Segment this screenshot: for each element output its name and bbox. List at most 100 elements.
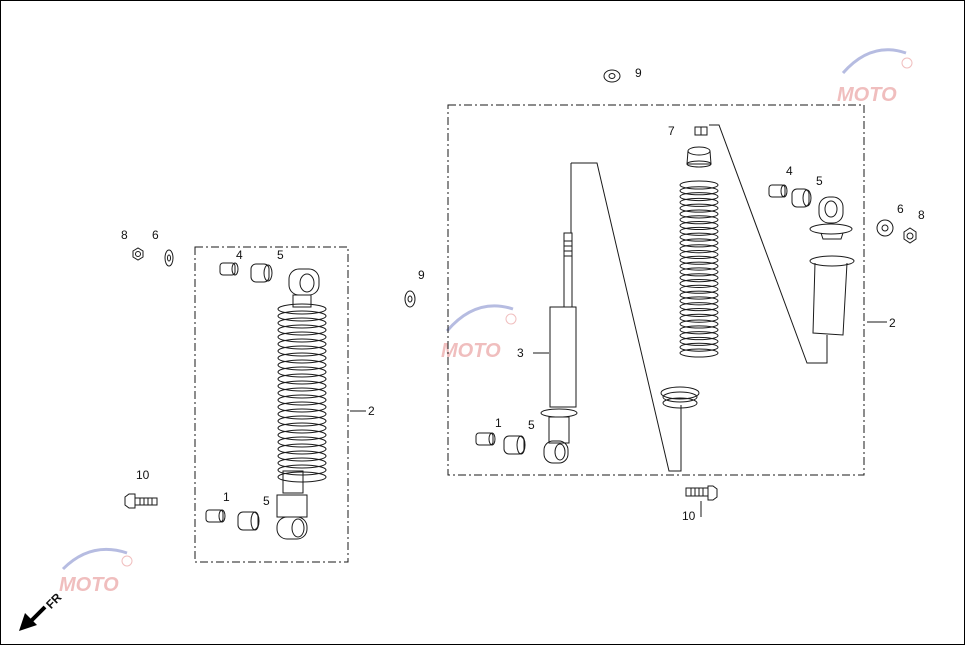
spring-coil [679,221,719,231]
spring-coil [277,436,327,448]
callout-right-10: 10 [682,509,696,523]
callout-left-10: 10 [136,468,150,482]
spring-coil [679,232,719,242]
spring-coil [679,348,719,358]
spring-coil [277,310,327,322]
left-lower-bushing-part-1 [205,509,226,523]
callout-right-5-upper: 5 [816,174,823,188]
arrow-down-left-icon [19,613,37,631]
spring-coil [277,401,327,413]
callout-left-6: 6 [152,228,159,242]
callout-right-8: 8 [918,208,925,222]
spring-coil [277,415,327,427]
spring-coil [679,186,719,196]
callout-left-2: 2 [368,404,375,418]
spring-coil [277,394,327,406]
spring-coil [277,429,327,441]
callout-right-3: 3 [517,346,524,360]
watermark-top-right: MOTO [837,48,913,106]
spring-coil [277,387,327,399]
spring-coil [679,250,719,260]
callout-right-2: 2 [889,316,896,330]
right-spring-seat-bottom [660,386,700,409]
right-lower-bushing-part-5 [503,435,526,455]
spring-coil [277,303,327,315]
left-upper-bushing-part-5 [250,263,273,283]
gear-icon [901,57,913,69]
svg-text:MOTO: MOTO [837,84,897,106]
right-washer-part-6 [876,219,894,237]
callout-left-1: 1 [223,490,230,504]
right-dust-cover [809,255,855,336]
right-damper-part-3 [540,232,578,464]
direction-indicator: FR [19,590,65,631]
callout-right-9-left: 9 [418,268,425,282]
spring-coil [679,180,719,190]
spring-coil [679,278,719,288]
spring-coil [277,471,327,483]
spring-coil [679,255,719,265]
left-spring-coils [277,303,327,483]
spring-coil [277,450,327,462]
left-nut-part-8 [132,247,144,261]
spring-coil [679,203,719,213]
spring-coil [277,443,327,455]
callout-left-4: 4 [236,248,243,262]
right-washer-part-9-left [404,290,416,308]
callout-right-1: 1 [495,416,502,430]
spring-coil [277,464,327,476]
spring-coil [679,209,719,219]
left-shock-absorber [276,268,327,540]
callout-left-8: 8 [121,228,128,242]
spring-coil [679,238,719,248]
right-upper-bushing-part-4 [768,184,788,198]
spring-coil [277,380,327,392]
svg-text:MOTO: MOTO [441,340,501,362]
callout-right-7: 7 [668,124,675,138]
spring-coil [277,317,327,329]
spring-coil [277,324,327,336]
callout-right-4: 4 [786,164,793,178]
spring-coil [277,345,327,357]
spring-coil [679,307,719,317]
callout-right-6: 6 [897,202,904,216]
right-nut-part-8 [903,227,917,244]
spring-coil [679,284,719,294]
spring-coil [277,338,327,350]
right-spring [679,180,719,358]
spring-coil [679,197,719,207]
spring-coil [679,325,719,335]
left-bolt-part-10 [124,493,158,509]
spring-coil [679,215,719,225]
callout-right-9-top: 9 [635,66,642,80]
spring-coil [679,296,719,306]
spring-coil [679,244,719,254]
spring-coil [277,457,327,469]
spring-coil [277,359,327,371]
spring-coil [679,267,719,277]
spring-coil [679,302,719,312]
spring-coil [679,226,719,236]
svg-text:MOTO: MOTO [59,574,119,596]
right-lower-bushing-part-1 [475,432,496,446]
left-assembly: 8 6 4 5 2 10 1 5 [121,228,375,563]
left-lower-bushing-part-5 [237,511,260,531]
spring-coil [277,331,327,343]
spring-coil [277,366,327,378]
right-upper-bushing-part-5 [791,188,812,208]
gear-icon [505,313,517,325]
spring-coil [679,313,719,323]
callout-left-5-upper: 5 [277,248,284,262]
spring-coil [679,319,719,329]
spring-coil [277,373,327,385]
watermark-middle: MOTO [441,304,517,362]
spring-coil [679,290,719,300]
right-nut-part-7 [694,126,708,136]
spring-coil [277,408,327,420]
right-assembly-boundary [447,104,865,476]
right-assembly: 9 9 7 4 5 6 8 2 3 1 5 10 [404,66,925,523]
callout-right-5-lower: 5 [528,418,535,432]
spring-coil [679,331,719,341]
